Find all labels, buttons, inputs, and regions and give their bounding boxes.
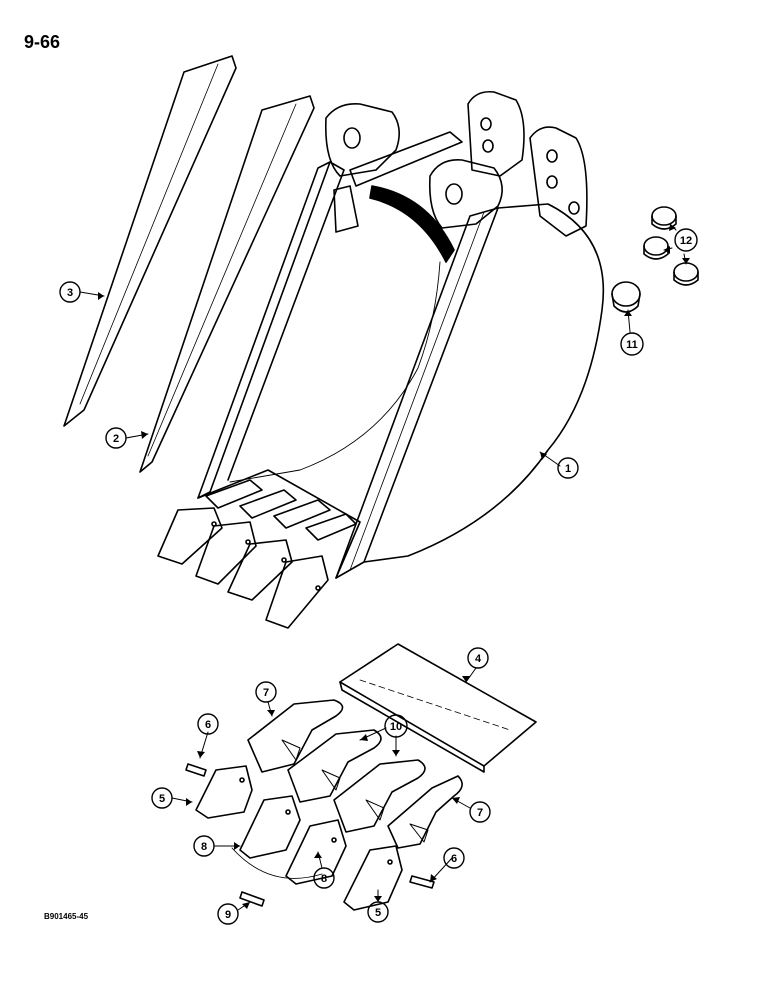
svg-text:1: 1	[565, 463, 571, 475]
svg-text:12: 12	[680, 235, 692, 247]
leader-arrowheads	[98, 224, 690, 909]
callout-1: 1	[557, 457, 579, 479]
svg-text:9: 9	[225, 909, 231, 921]
tooth-8-b	[285, 819, 347, 885]
pin-9	[239, 891, 265, 907]
tooth-5-bottom	[343, 845, 403, 911]
svg-text:5: 5	[375, 907, 381, 919]
callout-7-top: 7	[255, 681, 277, 703]
tooth-adapter-10-a	[287, 729, 382, 803]
tooth-adapter-7-right	[387, 775, 463, 849]
svg-text:4: 4	[475, 653, 482, 665]
tooth-5-top	[195, 765, 253, 819]
svg-text:6: 6	[451, 853, 457, 865]
callout-10: 10	[384, 714, 408, 738]
svg-text:10: 10	[390, 721, 402, 733]
callout-3: 3	[59, 281, 81, 303]
tooth-adapter-7-left	[247, 699, 344, 773]
callout-6-left: 6	[197, 713, 219, 735]
svg-text:5: 5	[159, 793, 165, 805]
callout-5-left: 5	[151, 787, 173, 809]
bushing-11	[611, 281, 641, 313]
svg-text:7: 7	[477, 807, 483, 819]
svg-text:11: 11	[626, 339, 638, 351]
callout-7-right: 7	[469, 801, 491, 823]
side-cutter-strip-2	[139, 95, 315, 473]
tooth-8-a	[239, 795, 301, 859]
bucket-1	[157, 90, 605, 629]
page-number: 9-66	[24, 32, 61, 52]
svg-text:6: 6	[205, 719, 211, 731]
callout-4: 4	[467, 647, 489, 669]
side-cutter-strip-3	[63, 55, 237, 427]
svg-text:8: 8	[201, 841, 207, 853]
tooth-adapter-10-b	[333, 759, 426, 833]
svg-text:7: 7	[263, 687, 269, 699]
callout-6-right: 6	[443, 847, 465, 869]
callout-12: 12	[674, 228, 698, 252]
svg-text:3: 3	[67, 287, 73, 299]
callout-2: 2	[105, 427, 127, 449]
pin-6-left	[185, 763, 207, 777]
callout-8-left: 8	[193, 835, 215, 857]
callout-9: 9	[217, 903, 239, 925]
callout-11: 11	[620, 332, 644, 356]
cutting-edge-4	[339, 643, 537, 773]
callout-5-bottom: 5	[367, 901, 389, 923]
bushings-12	[643, 206, 699, 286]
callout-8-bottom: 8	[313, 867, 335, 889]
pin-6-right	[409, 875, 435, 889]
bracket-curve	[231, 847, 323, 879]
drawing-number: B901465-45	[44, 912, 89, 921]
svg-text:8: 8	[321, 873, 327, 885]
svg-text:2: 2	[113, 433, 119, 445]
